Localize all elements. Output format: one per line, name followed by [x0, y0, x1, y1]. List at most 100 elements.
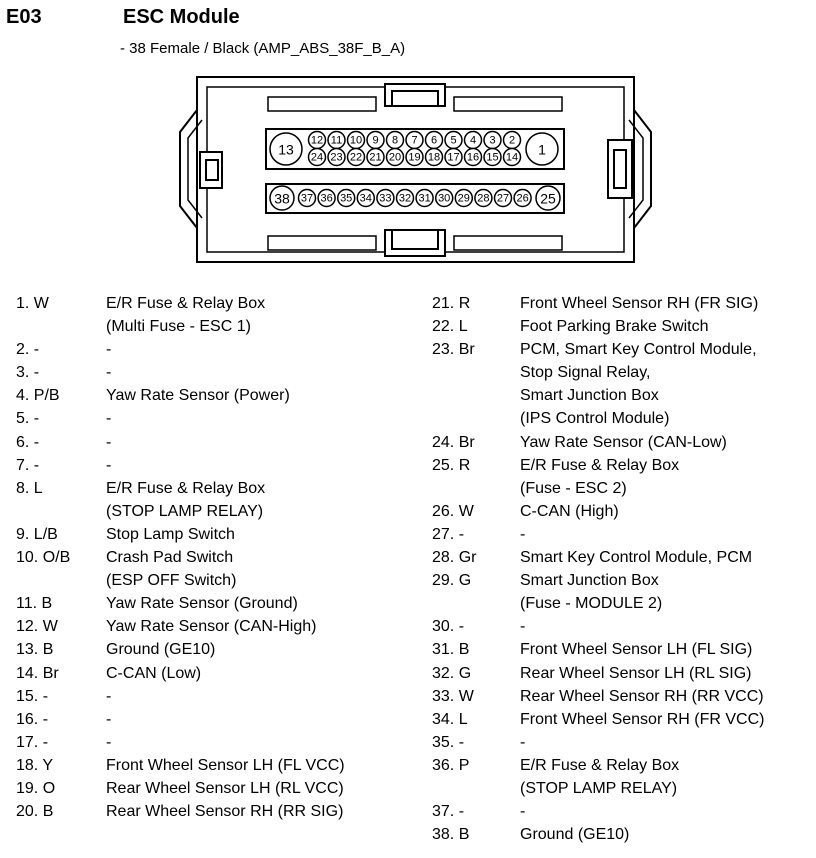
pin-24: 24 [307, 147, 327, 167]
pin-description: - [106, 687, 112, 705]
pin-7: 7 [405, 130, 424, 150]
pin-number-color: 37. - [432, 803, 465, 821]
pin-description: Rear Wheel Sensor LH (RL SIG) [520, 664, 752, 682]
pin-number-color: 23. Br [432, 341, 475, 359]
pin-12: 12 [307, 130, 327, 150]
pin-number-color: 30. - [432, 618, 465, 636]
pin-21: 21 [366, 147, 385, 167]
pin-description: Yaw Rate Sensor (CAN-Low) [520, 433, 727, 451]
pin-2: 2 [502, 130, 522, 150]
pin-number-color: 8. L [16, 479, 43, 497]
svg-text:36: 36 [320, 193, 332, 205]
pin-description: Stop Signal Relay, [520, 364, 651, 382]
pin-description: PCM, Smart Key Control Module, [520, 341, 757, 359]
pin-36: 36 [317, 188, 336, 208]
pin-11: 11 [327, 130, 346, 150]
pin-22: 22 [346, 147, 366, 167]
pin-35: 35 [336, 188, 356, 208]
pin-description: Smart Junction Box [520, 572, 659, 590]
svg-text:24: 24 [311, 152, 323, 164]
pin-description: - [520, 618, 526, 636]
pin-number-color: 31. B [432, 641, 470, 659]
svg-text:2: 2 [509, 135, 515, 147]
svg-text:5: 5 [450, 135, 456, 147]
pin-description: E/R Fuse & Relay Box [106, 479, 266, 497]
svg-text:28: 28 [477, 193, 489, 205]
pin-19: 19 [405, 147, 424, 167]
pin-description: C-CAN (High) [520, 502, 619, 520]
pin-23: 23 [327, 147, 346, 167]
pin-10: 10 [346, 130, 366, 150]
pin-18: 18 [424, 147, 444, 167]
pin-number-color: 5. - [16, 410, 40, 428]
pin-description: E/R Fuse & Relay Box [520, 756, 680, 774]
pin-description: (ESP OFF Switch) [106, 572, 237, 590]
pin-description: (STOP LAMP RELAY) [106, 502, 264, 520]
pin-description: Crash Pad Switch [106, 549, 234, 567]
pin-9: 9 [366, 130, 385, 150]
pin-description: E/R Fuse & Relay Box [520, 456, 680, 474]
pin-description: Front Wheel Sensor RH (FR VCC) [520, 710, 765, 728]
pin-3: 3 [483, 130, 502, 150]
pin-14: 14 [502, 147, 522, 167]
pin-description: - [106, 710, 112, 728]
pin-number-color: 13. B [16, 641, 54, 659]
svg-text:22: 22 [350, 152, 362, 164]
svg-text:31: 31 [418, 193, 430, 205]
pin-32: 32 [395, 188, 415, 208]
pin-number-color: 32. G [432, 664, 472, 682]
pin-1: 1 [525, 132, 559, 166]
pin-number-color: 6. - [16, 433, 40, 451]
pin-34: 34 [356, 188, 376, 208]
pin-20: 20 [385, 147, 405, 167]
svg-text:26: 26 [516, 193, 528, 205]
pin-description: Smart Junction Box [520, 387, 659, 405]
pin-number-color: 21. R [432, 295, 471, 312]
svg-text:3: 3 [489, 135, 495, 147]
pin-27: 27 [493, 188, 513, 208]
pin-number-color: 17. - [16, 733, 49, 751]
pin-description: (Fuse - MODULE 2) [520, 595, 663, 613]
pin-number-color: 14. Br [16, 664, 59, 682]
svg-text:4: 4 [470, 135, 476, 147]
connector-code: E03 [6, 6, 42, 28]
svg-text:27: 27 [497, 193, 509, 205]
pin-description: E/R Fuse & Relay Box [106, 295, 266, 312]
pin-31: 31 [415, 188, 434, 208]
svg-text:1: 1 [538, 142, 546, 158]
pin-description: Yaw Rate Sensor (CAN-High) [106, 618, 317, 636]
svg-text:23: 23 [330, 152, 342, 164]
pin-number-color: 20. B [16, 803, 54, 821]
pin-number-color: 24. Br [432, 433, 475, 451]
svg-text:17: 17 [447, 152, 459, 164]
pin-number-color: 22. L [432, 318, 468, 336]
svg-text:38: 38 [274, 191, 290, 207]
pin-33: 33 [376, 188, 395, 208]
svg-text:25: 25 [540, 191, 556, 207]
pin-26: 26 [513, 188, 532, 208]
pin-28: 28 [474, 188, 493, 208]
svg-text:10: 10 [350, 135, 362, 147]
svg-text:32: 32 [399, 193, 411, 205]
pin-description: Rear Wheel Sensor RH (RR VCC) [520, 687, 764, 705]
pin-description: - [106, 433, 112, 451]
pin-number-color: 34. L [432, 710, 468, 728]
pin-description: Front Wheel Sensor RH (FR SIG) [520, 295, 759, 312]
pin-number-color: 16. - [16, 710, 49, 728]
pin-description: (Fuse - ESC 2) [520, 479, 627, 497]
pin-13: 13 [269, 132, 303, 166]
svg-text:7: 7 [411, 135, 417, 147]
pin-description: Foot Parking Brake Switch [520, 318, 709, 336]
pin-description: - [106, 410, 112, 428]
pin-description: Stop Lamp Switch [106, 525, 235, 543]
pin-description: (IPS Control Module) [520, 410, 670, 428]
pin-description: Yaw Rate Sensor (Power) [106, 387, 290, 405]
pin-number-color: 33. W [432, 687, 474, 705]
svg-text:12: 12 [311, 135, 323, 147]
pin-number-color: 2. - [16, 341, 40, 359]
pin-37: 37 [297, 188, 317, 208]
pin-description: C-CAN (Low) [106, 664, 202, 682]
